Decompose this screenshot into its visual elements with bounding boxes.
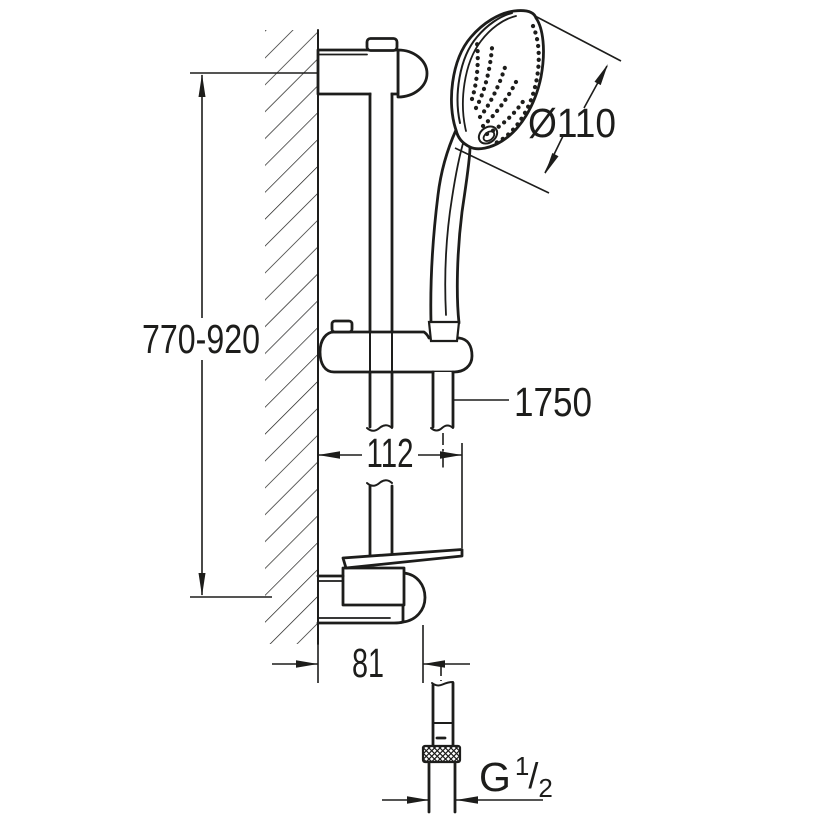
shower-hose	[430, 370, 455, 471]
spray-nozzles	[469, 23, 541, 147]
bracket-arm	[316, 48, 400, 96]
hand-shower	[429, 9, 545, 325]
rail-top-end-cap	[365, 37, 399, 52]
dimension-head-diameter: Ø110	[454, 15, 622, 194]
rail-bottom-bracket	[316, 548, 464, 625]
holder-depth-value: 112	[367, 430, 414, 476]
rail-break-line-upper	[366, 424, 393, 432]
hose-break-line	[430, 424, 454, 432]
arrowhead-right	[456, 796, 478, 804]
thread-denominator: 2	[538, 773, 552, 803]
head-diameter-value: Ø110	[528, 100, 616, 146]
dimension-rail-height: 770-920	[142, 72, 318, 598]
thread-slash: /	[528, 755, 538, 796]
connector-nut-outline	[421, 744, 462, 764]
head-rim-line-2	[462, 15, 517, 132]
arrowhead-right	[423, 660, 445, 668]
thread-numerator: 1	[515, 751, 529, 781]
extension-line-upper	[534, 15, 622, 62]
rail-height-value: 770-920	[142, 316, 260, 362]
shower-rail	[366, 92, 394, 559]
shower-head-outline	[450, 9, 545, 151]
arrowhead-left	[318, 451, 340, 459]
hose-length-value: 1750	[514, 379, 592, 425]
dimension-holder-depth: 112	[318, 430, 463, 548]
thread-g: G	[479, 754, 511, 800]
dimension-bracket-depth: 81	[272, 625, 470, 686]
arrowhead-upper	[594, 64, 608, 86]
arrowhead-up	[198, 74, 206, 97]
bracket-end-cap	[401, 571, 427, 624]
holder-lock-knob	[330, 319, 354, 334]
shower-handle	[429, 128, 472, 325]
bracket-depth-value: 81	[352, 640, 384, 686]
diverter-button	[477, 125, 499, 145]
hose-body	[434, 372, 452, 427]
wall-section	[265, 29, 319, 645]
soap-dish	[341, 548, 464, 570]
hose-nut-base	[429, 322, 459, 341]
rail-top-bracket	[316, 37, 429, 99]
arrowhead-down	[198, 573, 206, 596]
head-rim-line-1	[456, 12, 513, 124]
hose-nut-outline	[427, 320, 461, 343]
extension-line-lower	[454, 147, 550, 194]
rail-tube-body	[371, 92, 391, 427]
bracket-arm-bottom	[316, 620, 405, 625]
dimension-hose-length: 1750	[453, 379, 592, 425]
arrowhead-left	[296, 660, 318, 668]
arrowhead-right	[440, 451, 462, 459]
water-supply-connector	[421, 664, 462, 814]
arrowhead-left	[407, 796, 429, 804]
bracket-block	[341, 566, 406, 607]
arrowhead-lower	[545, 153, 559, 174]
connector-break-line	[431, 681, 454, 687]
bracket-end-cap	[396, 48, 429, 99]
handle-contour-line	[444, 139, 465, 316]
connector-nut-knurl	[423, 746, 460, 762]
shower-holder	[318, 319, 474, 374]
wall-hatch-pattern	[265, 30, 318, 644]
